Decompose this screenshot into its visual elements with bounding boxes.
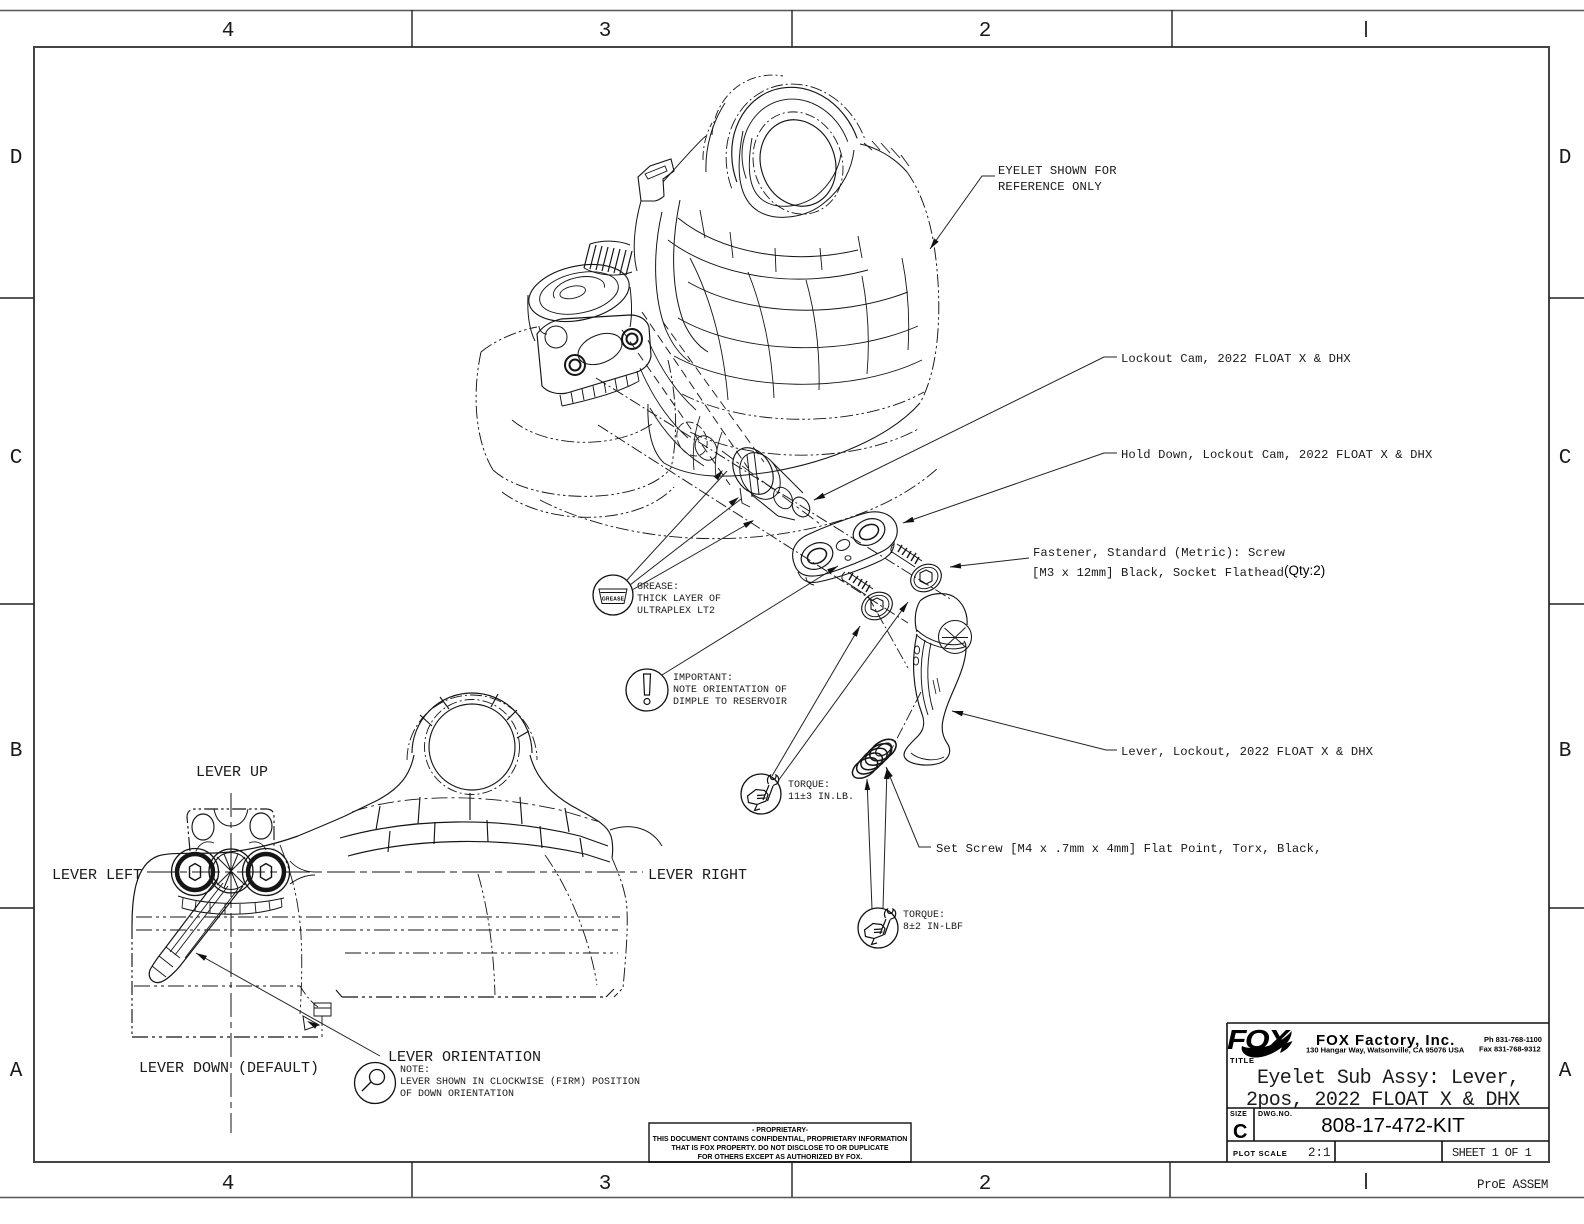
svg-text:B: B: [1559, 740, 1572, 763]
svg-text:2:1: 2:1: [1308, 1146, 1331, 1160]
svg-text:THICK LAYER OF: THICK LAYER OF: [637, 594, 721, 605]
svg-text:DWG.NO.: DWG.NO.: [1258, 1111, 1292, 1118]
svg-text:THIS DOCUMENT CONTAINS CONFIDE: THIS DOCUMENT CONTAINS CONFIDENTIAL, PRO…: [653, 1136, 908, 1143]
svg-text:4: 4: [222, 1173, 235, 1196]
svg-text:LEVER RIGHT: LEVER RIGHT: [648, 867, 747, 884]
svg-text:LEVER LEFT: LEVER LEFT: [52, 867, 142, 884]
svg-text:Fastener, Standard (Metric): S: Fastener, Standard (Metric): Screw: [1033, 546, 1286, 560]
svg-text:NOTE ORIENTATION OF: NOTE ORIENTATION OF: [673, 685, 787, 696]
svg-text:808-17-472-KIT: 808-17-472-KIT: [1321, 1114, 1465, 1137]
svg-text:ProE ASSEM: ProE ASSEM: [1477, 1178, 1548, 1192]
svg-text:130 Hangar Way, Watsonville, C: 130 Hangar Way, Watsonville, CA 95076 US…: [1306, 1046, 1465, 1055]
svg-text:ULTRAPLEX LT2: ULTRAPLEX LT2: [637, 606, 715, 617]
svg-text:REFERENCE ONLY: REFERENCE ONLY: [998, 180, 1102, 194]
svg-text:FOR OTHERS EXCEPT AS AUTHORIZE: FOR OTHERS EXCEPT AS AUTHORIZED BY FOX.: [698, 1154, 863, 1161]
svg-text:THAT IS FOX PROPERTY. DO NOT: THAT IS FOX PROPERTY. DO NOT DISCLOSE TO…: [671, 1145, 888, 1152]
svg-text:PLOT SCALE: PLOT SCALE: [1233, 1149, 1288, 1158]
svg-text:Lever, Lockout, 2022 FLOAT X &: Lever, Lockout, 2022 FLOAT X & DHX: [1121, 745, 1374, 759]
svg-text:2: 2: [979, 20, 992, 43]
svg-text:TORQUE:: TORQUE:: [788, 780, 830, 791]
svg-text:NOTE:: NOTE:: [400, 1065, 430, 1076]
svg-text:TORQUE:: TORQUE:: [903, 910, 945, 921]
svg-text:Lockout Cam, 2022 FLOAT X & DH: Lockout Cam, 2022 FLOAT X & DHX: [1121, 352, 1351, 366]
svg-text:11±3 IN.LB.: 11±3 IN.LB.: [788, 792, 854, 803]
svg-text:LEVER UP: LEVER UP: [196, 764, 268, 781]
svg-text:- PROPRIETARY-: - PROPRIETARY-: [752, 1127, 809, 1134]
svg-text:OF DOWN ORIENTATION: OF DOWN ORIENTATION: [400, 1089, 514, 1100]
svg-text:FOX Factory, Inc.: FOX Factory, Inc.: [1316, 1032, 1455, 1049]
svg-text:TITLE: TITLE: [1230, 1056, 1255, 1065]
svg-text:IMPORTANT:: IMPORTANT:: [673, 673, 733, 684]
svg-text:B: B: [10, 740, 23, 763]
svg-text:D: D: [1559, 147, 1572, 170]
svg-text:Fax 831-768-9312: Fax 831-768-9312: [1479, 1045, 1541, 1054]
svg-text:LEVER ORIENTATION: LEVER ORIENTATION: [388, 1049, 541, 1066]
svg-text:3: 3: [599, 20, 612, 43]
svg-text:DIMPLE TO RESERVOIR: DIMPLE TO RESERVOIR: [673, 697, 787, 708]
svg-text:4: 4: [222, 20, 235, 43]
svg-text:GREASE:: GREASE:: [637, 582, 679, 593]
svg-text:SHEET 1 OF 1: SHEET 1 OF 1: [1452, 1146, 1532, 1160]
svg-text:LEVER SHOWN IN CLOCKWISE (FIRM: LEVER SHOWN IN CLOCKWISE (FIRM) POSITION: [400, 1076, 640, 1088]
svg-text:8±2 IN-LBF: 8±2 IN-LBF: [903, 922, 963, 933]
svg-text:EYELET SHOWN FOR: EYELET SHOWN FOR: [998, 164, 1117, 178]
svg-text:C: C: [1233, 1121, 1247, 1143]
svg-text:Eyelet Sub Assy: Lever,: Eyelet Sub Assy: Lever,: [1257, 1067, 1519, 1090]
svg-text:A: A: [1559, 1060, 1572, 1083]
svg-text:Set Screw [M4 x .7mm x 4mm] Fl: Set Screw [M4 x .7mm x 4mm] Flat Point, …: [936, 842, 1322, 856]
svg-text:Hold Down, Lockout Cam, 2022 F: Hold Down, Lockout Cam, 2022 FLOAT X & D…: [1121, 448, 1433, 462]
svg-text:A: A: [10, 1060, 23, 1083]
svg-text:GREASE: GREASE: [602, 597, 625, 603]
svg-text:SIZE: SIZE: [1230, 1111, 1247, 1118]
svg-text:Ph 831-768-1100: Ph 831-768-1100: [1484, 1035, 1542, 1044]
svg-text:3: 3: [599, 1173, 612, 1196]
svg-text:2: 2: [979, 1173, 992, 1196]
svg-text:(Qty:2): (Qty:2): [1284, 563, 1325, 578]
svg-text:LEVER DOWN (DEFAULT): LEVER DOWN (DEFAULT): [139, 1060, 319, 1077]
svg-text:[M3 x 12mm] Black, Socket Flat: [M3 x 12mm] Black, Socket Flathead: [1032, 566, 1284, 580]
svg-text:C: C: [1559, 447, 1572, 470]
svg-text:2pos, 2022 FLOAT X & DHX: 2pos, 2022 FLOAT X & DHX: [1246, 1089, 1520, 1112]
svg-text:C: C: [10, 447, 23, 470]
svg-text:D: D: [10, 147, 23, 170]
